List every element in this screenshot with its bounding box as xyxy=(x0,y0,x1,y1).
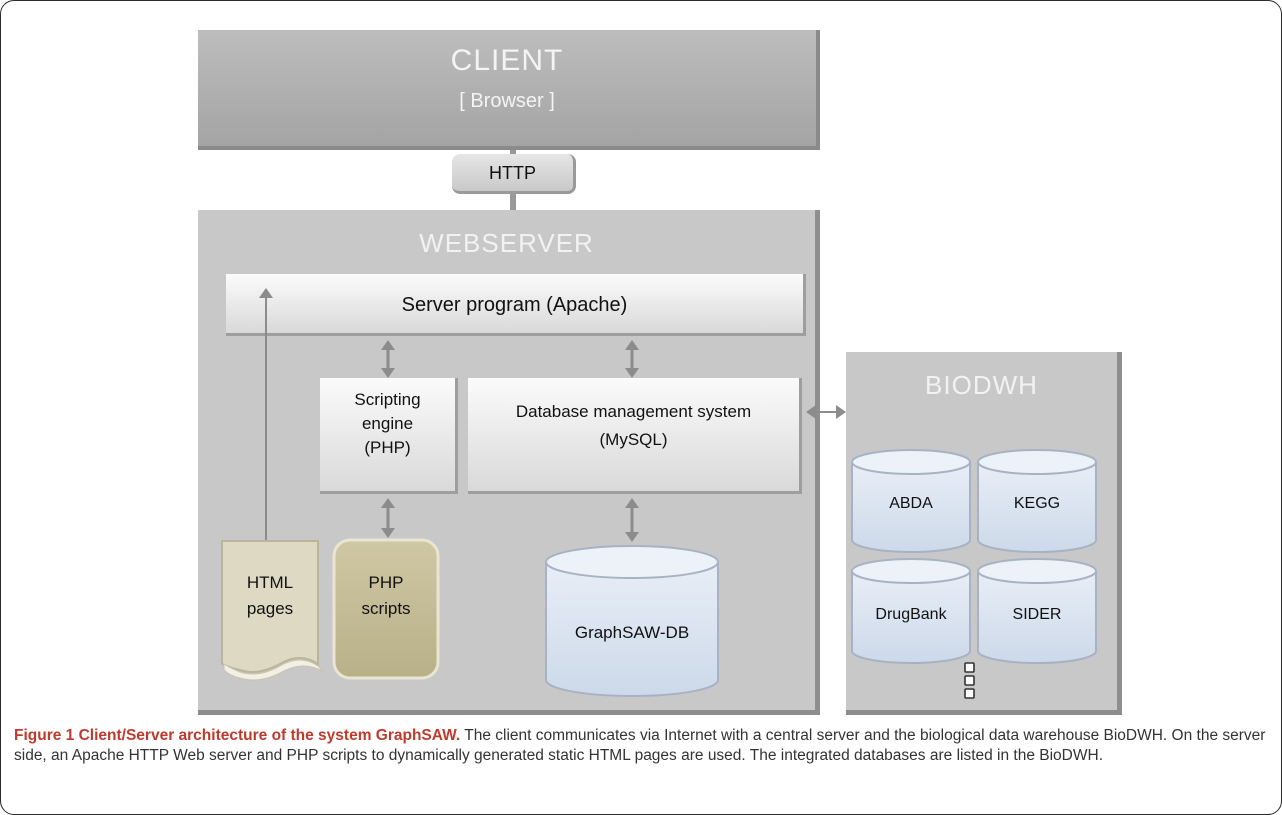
dbms-box: Database management system (MySQL) xyxy=(468,378,802,494)
php-scripts-line1: PHP xyxy=(368,573,404,592)
html-pages-label: HTML pages xyxy=(228,570,312,622)
client-subtitle: [ Browser ] xyxy=(459,90,555,112)
more-databases-icon xyxy=(964,662,975,699)
caption-title: Figure 1 Client/Server architecture of t… xyxy=(14,727,461,744)
php-scripts-line2: scripts xyxy=(361,599,411,618)
sider-label: SIDER xyxy=(1012,606,1062,623)
arrow-dbms-db xyxy=(625,498,639,542)
sider-cylinder xyxy=(977,558,1097,664)
html-pages-line2: pages xyxy=(246,599,294,618)
html-pages-document xyxy=(221,540,325,681)
drugbank-cylinder xyxy=(851,558,971,664)
drugbank-label: DrugBank xyxy=(875,606,947,623)
client-box: CLIENT [ Browser ] xyxy=(198,30,820,150)
http-box: HTTP xyxy=(452,154,576,194)
figure-caption: Figure 1 Client/Server architecture of t… xyxy=(14,726,1268,766)
caption-text: The client communicates via Internet wit… xyxy=(14,727,1266,764)
arrow-dbms-biodwh xyxy=(806,405,846,419)
arrow-server-script xyxy=(381,340,395,378)
dbms-line2: (MySQL) xyxy=(599,430,668,449)
html-pages-line1: HTML xyxy=(246,573,294,592)
scripting-engine-box: Scripting engine (PHP) xyxy=(320,378,458,494)
php-scripts-label: PHP scripts xyxy=(334,570,438,622)
client-title: CLIENT xyxy=(450,44,564,77)
arrow-script-php xyxy=(381,498,395,538)
arrow-server-dbms xyxy=(625,340,639,378)
dbms-line1: Database management system xyxy=(515,402,752,421)
php-scripts-box xyxy=(332,538,440,680)
scripting-engine-line2: engine xyxy=(361,414,414,433)
abda-label: ABDA xyxy=(889,495,933,512)
server-program-box: Server program (Apache) xyxy=(226,274,806,336)
webserver-title: WEBSERVER xyxy=(419,228,594,258)
biodwh-title: BIODWH xyxy=(925,370,1038,400)
client-http-connector xyxy=(510,150,516,156)
abda-cylinder xyxy=(851,449,971,553)
scripting-engine-line1: Scripting xyxy=(354,390,421,409)
graphsaw-db-cylinder xyxy=(545,545,719,697)
kegg-cylinder xyxy=(977,449,1097,553)
kegg-label: KEGG xyxy=(1013,495,1061,512)
graphsaw-db-label: GraphSAW-DB xyxy=(574,623,690,642)
http-webserver-connector xyxy=(510,194,516,212)
scripting-engine-line3: (PHP) xyxy=(364,438,411,457)
